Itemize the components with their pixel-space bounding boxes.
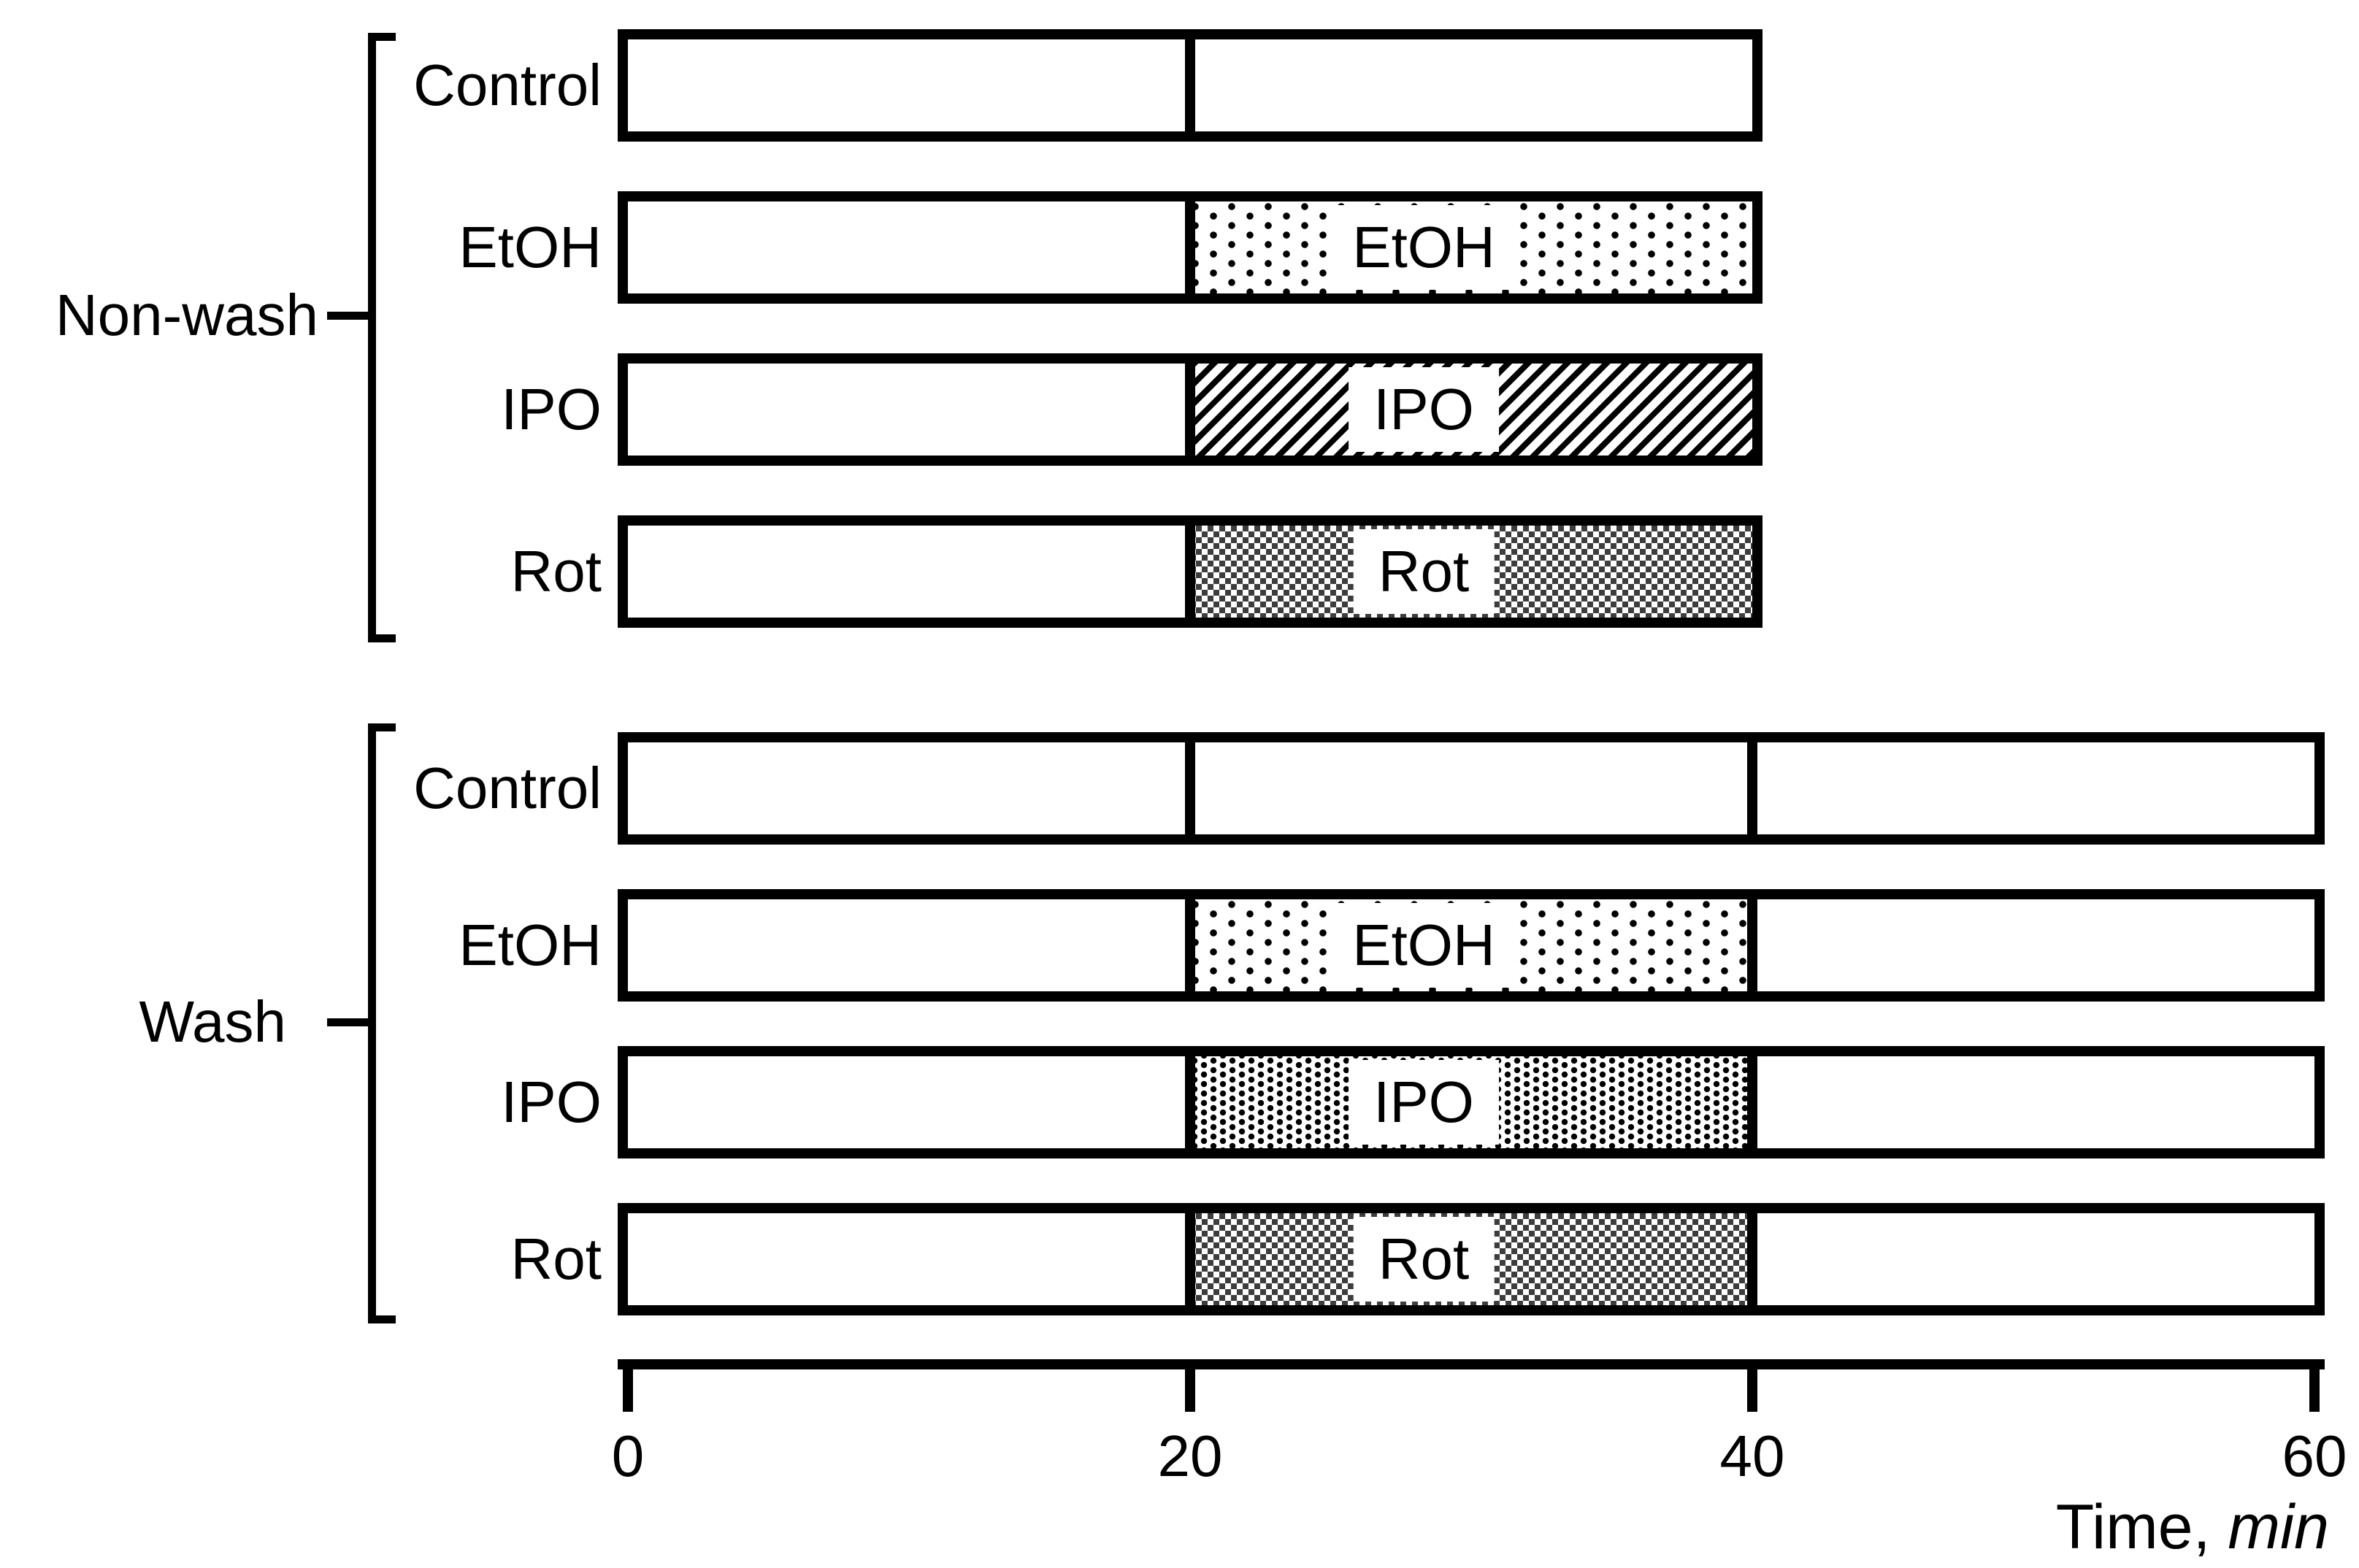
bar-interior: Rot bbox=[628, 1213, 2314, 1305]
axis-tick-label-0: 0 bbox=[611, 1423, 645, 1488]
bar-interior: EtOH bbox=[628, 201, 1752, 293]
row-label-etoh: EtOH bbox=[459, 215, 602, 280]
bar-divider-20min bbox=[1185, 1056, 1195, 1148]
treatment-label: EtOH bbox=[1327, 903, 1520, 988]
axis-tick-label-40: 40 bbox=[1719, 1423, 1785, 1488]
axis-tick-label-60: 60 bbox=[2282, 1423, 2347, 1488]
bar-divider-40min bbox=[1747, 1056, 1757, 1148]
treatment-label: EtOH bbox=[1327, 205, 1520, 290]
treatment-label: Rot bbox=[1353, 529, 1495, 614]
group-label-wash: Wash bbox=[139, 989, 286, 1054]
axis-tick-0 bbox=[623, 1369, 633, 1412]
axis-tick-20 bbox=[1185, 1369, 1195, 1412]
axis-title-text: Time, bbox=[2055, 1492, 2228, 1562]
bar-divider-20min bbox=[1185, 201, 1195, 293]
bracket-spine bbox=[368, 723, 376, 1323]
timeline-bar: IPO bbox=[618, 353, 1762, 466]
bar-divider-40min bbox=[1747, 742, 1757, 834]
treatment-label: IPO bbox=[1349, 367, 1499, 452]
bar-interior: Rot bbox=[628, 526, 1752, 618]
row-label-ipo: IPO bbox=[501, 377, 602, 442]
group-label-non-wash: Non-wash bbox=[55, 283, 318, 347]
axis-title: Time, min bbox=[1679, 1491, 2329, 1564]
timeline-bar: IPO bbox=[618, 1046, 2325, 1158]
treatment-label: Rot bbox=[1353, 1217, 1495, 1302]
bracket-spine bbox=[368, 33, 376, 642]
bar-divider-20min bbox=[1185, 364, 1195, 456]
row-label-rot: Rot bbox=[510, 1226, 602, 1291]
row-label-control: Control bbox=[413, 53, 602, 118]
bar-divider-20min bbox=[1185, 526, 1195, 618]
bracket-connector bbox=[327, 1018, 371, 1026]
timeline-bar: EtOH bbox=[618, 889, 2325, 1002]
bar-divider-20min bbox=[1185, 899, 1195, 991]
axis-tick-40 bbox=[1747, 1369, 1757, 1412]
bar-interior: IPO bbox=[628, 1056, 2314, 1148]
row-label-control: Control bbox=[413, 756, 602, 820]
row-label-ipo: IPO bbox=[501, 1069, 602, 1134]
axis-title-unit: min bbox=[2228, 1492, 2329, 1562]
bar-divider-20min bbox=[1185, 39, 1195, 131]
timeline-bar bbox=[618, 732, 2325, 845]
timeline-bar: EtOH bbox=[618, 191, 1762, 304]
axis-tick-60 bbox=[2309, 1369, 2320, 1412]
bar-interior bbox=[628, 39, 1752, 131]
axis-line bbox=[618, 1359, 2325, 1369]
timeline-bar bbox=[618, 29, 1762, 142]
bar-divider-20min bbox=[1185, 742, 1195, 834]
bar-interior: EtOH bbox=[628, 899, 2314, 991]
bracket-foot-top bbox=[368, 33, 396, 41]
treatment-label: IPO bbox=[1349, 1060, 1499, 1145]
bracket-foot-top bbox=[368, 723, 396, 731]
row-label-rot: Rot bbox=[510, 539, 602, 604]
bar-divider-40min bbox=[1747, 899, 1757, 991]
row-label-etoh: EtOH bbox=[459, 912, 602, 977]
timeline-bar: Rot bbox=[618, 515, 1762, 628]
bracket-foot-bottom bbox=[368, 634, 396, 642]
timeline-bar: Rot bbox=[618, 1203, 2325, 1315]
bar-divider-20min bbox=[1185, 1213, 1195, 1305]
bracket-connector bbox=[327, 312, 371, 320]
bar-divider-40min bbox=[1747, 1213, 1757, 1305]
bracket-foot-bottom bbox=[368, 1315, 396, 1323]
bar-interior: IPO bbox=[628, 364, 1752, 456]
axis-tick-label-20: 20 bbox=[1157, 1423, 1223, 1488]
bar-interior bbox=[628, 742, 2314, 834]
